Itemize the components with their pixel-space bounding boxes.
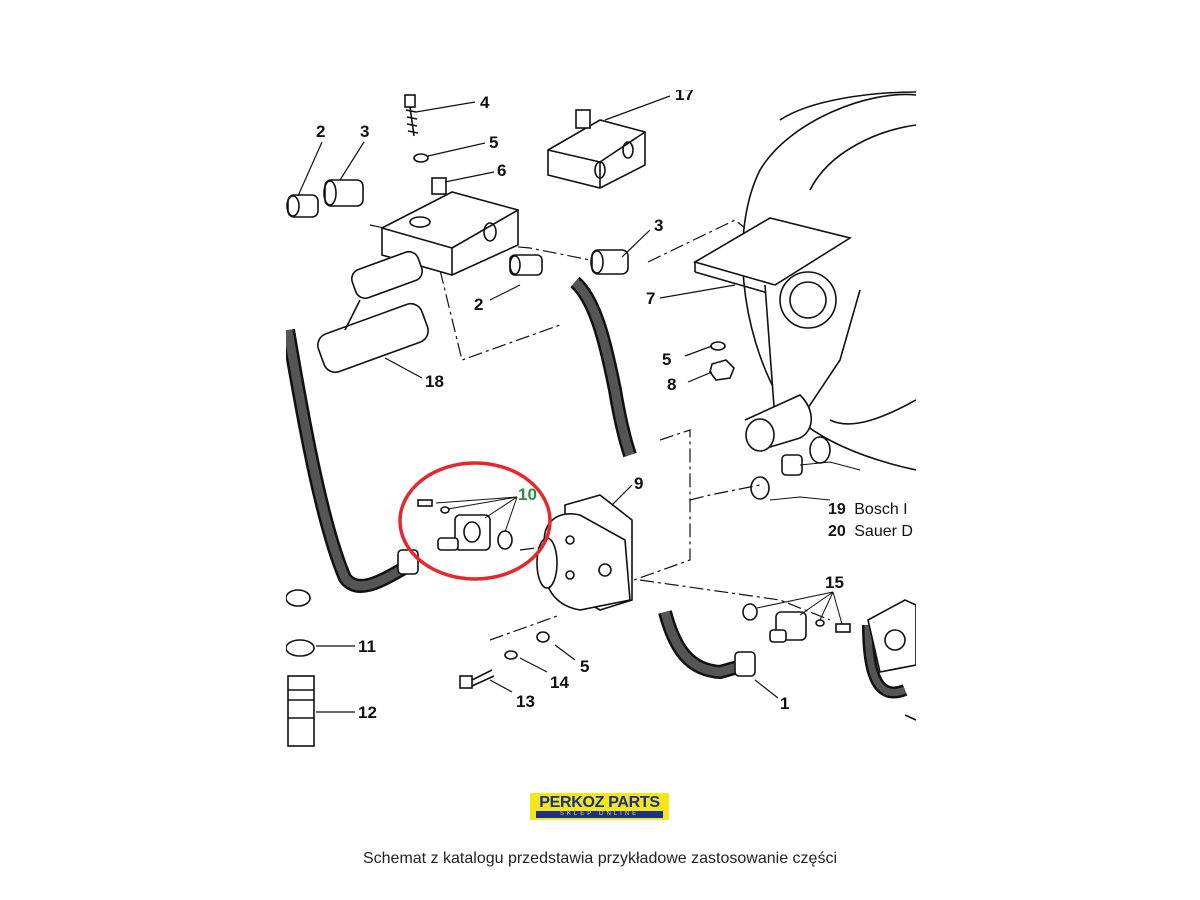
hose-left bbox=[286, 329, 413, 591]
callout-13: 13 bbox=[516, 692, 535, 711]
highlight-circle bbox=[398, 461, 552, 581]
callout-2: 2 bbox=[316, 122, 325, 141]
callout-18: 18 bbox=[425, 372, 444, 391]
legend-item-19: 19 Bosch I bbox=[828, 501, 908, 518]
logo-brand: PERKOZ PARTS bbox=[539, 794, 660, 811]
washer-part-5 bbox=[413, 153, 429, 163]
oring-part-20 bbox=[750, 476, 770, 500]
callout-6: 6 bbox=[497, 161, 506, 180]
flange-kit-part-15 bbox=[742, 591, 851, 643]
legend: 19 Bosch I 20 Sauer D bbox=[828, 501, 913, 540]
motor-fragment-right bbox=[867, 599, 916, 721]
hose-right bbox=[864, 624, 907, 696]
callout-5b: 5 bbox=[662, 350, 671, 369]
washer-part-5b bbox=[710, 341, 726, 351]
callout-labels: 4 17 2 3 5 6 3 7 2 18 5 8 9 10 15 11 12 … bbox=[316, 90, 844, 722]
washer-part-14 bbox=[504, 650, 518, 660]
nut-part-8 bbox=[709, 359, 735, 381]
parts-diagram: 4 17 2 3 5 6 3 7 2 18 5 8 9 10 15 11 12 … bbox=[286, 90, 916, 750]
callout-14: 14 bbox=[550, 673, 569, 692]
callout-2b: 2 bbox=[474, 295, 483, 314]
callout-8: 8 bbox=[667, 375, 676, 394]
bracket-part-7 bbox=[692, 217, 861, 452]
bolt-part-4 bbox=[404, 94, 419, 137]
fitting-part-12 bbox=[287, 675, 315, 747]
perkoz-parts-logo: PERKOZ PARTS SKLEP ONLINE bbox=[530, 793, 669, 820]
callout-10: 10 bbox=[518, 485, 537, 504]
callout-15: 15 bbox=[825, 573, 844, 592]
fitting-part-2b bbox=[509, 254, 543, 276]
callout-5c: 5 bbox=[580, 657, 589, 676]
fitting-part-3 bbox=[323, 179, 364, 207]
cartridge-part-18 bbox=[317, 250, 429, 374]
callout-11: 11 bbox=[358, 637, 376, 656]
spacer-part-20 bbox=[781, 454, 803, 476]
hose-fitting-part-1 bbox=[734, 651, 756, 677]
fitting-part-2 bbox=[286, 194, 319, 218]
flange-kit-part-10 bbox=[417, 496, 518, 551]
callout-17: 17 bbox=[675, 90, 694, 104]
callout-4: 4 bbox=[480, 93, 490, 112]
callout-9: 9 bbox=[634, 474, 643, 493]
ring-part-19 bbox=[809, 436, 831, 464]
leader-lines bbox=[297, 95, 779, 713]
fitting-part-3b bbox=[590, 249, 629, 275]
bolt-part-13 bbox=[459, 669, 495, 689]
cap-part bbox=[286, 589, 311, 607]
ring-part-11 bbox=[286, 639, 315, 657]
valve-block-part-17 bbox=[547, 109, 646, 189]
callout-7: 7 bbox=[646, 289, 655, 308]
callout-3b: 3 bbox=[654, 216, 663, 235]
washer-part-5c bbox=[536, 631, 550, 643]
pump-part-9 bbox=[536, 494, 633, 611]
callout-5: 5 bbox=[489, 133, 498, 152]
logo-tagline: SKLEP ONLINE bbox=[536, 811, 663, 818]
hose-part-1 bbox=[660, 610, 747, 677]
callout-3: 3 bbox=[360, 122, 369, 141]
legend-item-20: 20 Sauer D bbox=[828, 523, 913, 540]
caption-text: Schemat z katalogu przedstawia przykłado… bbox=[362, 850, 837, 867]
callout-1: 1 bbox=[780, 694, 789, 713]
hose-middle bbox=[571, 278, 635, 457]
callout-12: 12 bbox=[358, 703, 377, 722]
